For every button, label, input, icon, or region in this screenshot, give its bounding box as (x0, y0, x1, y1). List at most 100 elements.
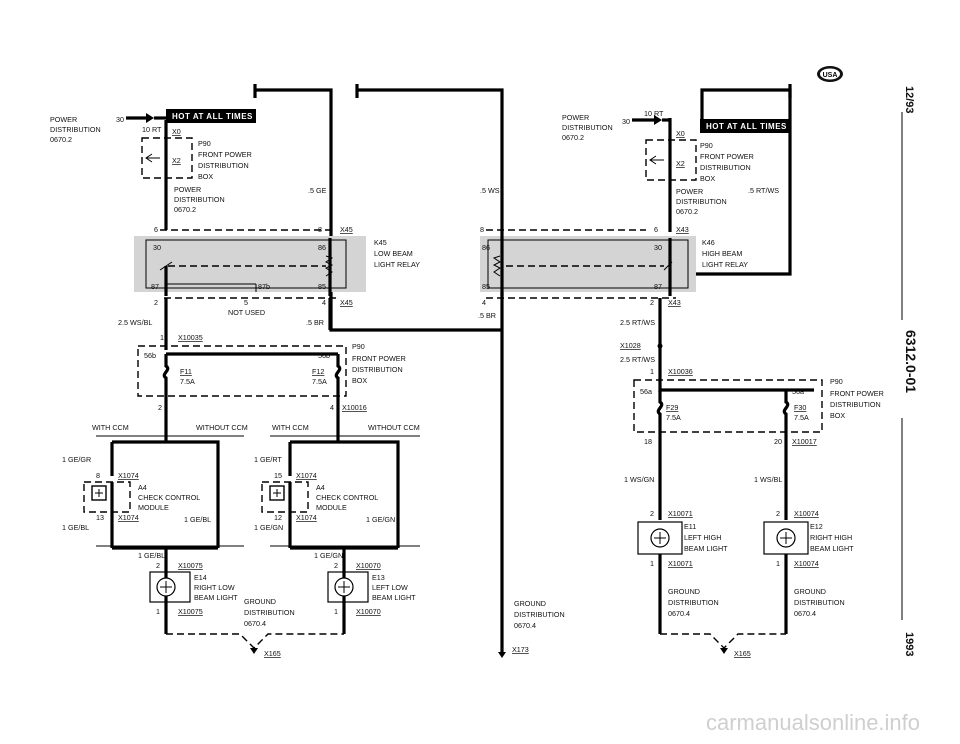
svg-text:56a: 56a (640, 387, 652, 396)
svg-text:P90: P90 (352, 342, 365, 351)
hot-at-all-times-banner (166, 109, 256, 123)
svg-text:13: 13 (96, 513, 104, 522)
svg-text:F12: F12 (312, 367, 324, 376)
power-dist-label-l1: POWER (50, 115, 77, 124)
svg-text:X43: X43 (668, 298, 681, 307)
svg-text:HOT AT ALL TIMES: HOT AT ALL TIMES (172, 112, 253, 121)
svg-text:FRONT POWER: FRONT POWER (700, 152, 754, 161)
svg-text:E12: E12 (810, 522, 823, 531)
svg-text:30: 30 (153, 243, 161, 252)
svg-text:2: 2 (650, 298, 654, 307)
svg-text:DISTRIBUTION: DISTRIBUTION (514, 610, 565, 619)
svg-text:10 RT: 10 RT (644, 109, 664, 118)
svg-text:X10017: X10017 (792, 437, 817, 446)
svg-text:86: 86 (482, 243, 490, 252)
svg-text:WITHOUT CCM: WITHOUT CCM (368, 423, 420, 432)
svg-text:DISTRIBUTION: DISTRIBUTION (700, 163, 751, 172)
svg-text:4: 4 (322, 298, 326, 307)
svg-text:0670.2: 0670.2 (174, 205, 196, 214)
svg-text:2: 2 (650, 509, 654, 518)
svg-text:WITH CCM: WITH CCM (92, 423, 129, 432)
svg-text:X10071: X10071 (668, 509, 693, 518)
svg-text:X10070: X10070 (356, 607, 381, 616)
svg-text:2: 2 (154, 298, 158, 307)
svg-text:X10074: X10074 (794, 509, 819, 518)
svg-text:HOT AT ALL TIMES: HOT AT ALL TIMES (706, 122, 787, 131)
svg-text:NOT USED: NOT USED (228, 308, 265, 317)
svg-text:4: 4 (482, 298, 486, 307)
svg-text:.5 BR: .5 BR (478, 311, 496, 320)
svg-text:E11: E11 (684, 522, 696, 531)
svg-text:X165: X165 (734, 649, 751, 658)
svg-text:1 WS/GN: 1 WS/GN (624, 475, 654, 484)
svg-text:K45: K45 (374, 238, 387, 247)
svg-text:.5 GE: .5 GE (308, 186, 327, 195)
svg-text:K46: K46 (702, 238, 715, 247)
svg-text:12: 12 (274, 513, 282, 522)
svg-text:A4: A4 (316, 483, 325, 492)
svg-text:BOX: BOX (700, 174, 715, 183)
svg-text:8: 8 (318, 225, 322, 234)
svg-text:LEFT HIGH: LEFT HIGH (684, 533, 721, 542)
svg-text:F11: F11 (180, 367, 192, 376)
svg-text:30: 30 (622, 117, 630, 126)
svg-text:FRONT POWER: FRONT POWER (830, 389, 884, 398)
svg-text:2: 2 (158, 403, 162, 412)
svg-text:1 GE/GN: 1 GE/GN (366, 515, 395, 524)
svg-text:18: 18 (644, 437, 652, 446)
svg-text:1 GE/GN: 1 GE/GN (254, 523, 283, 532)
svg-text:2: 2 (334, 561, 338, 570)
svg-text:E13: E13 (372, 573, 385, 582)
svg-text:2: 2 (776, 509, 780, 518)
svg-text:2: 2 (156, 561, 160, 570)
relay-k45-body (134, 236, 366, 292)
svg-text:LIGHT RELAY: LIGHT RELAY (702, 260, 748, 269)
svg-text:30: 30 (654, 243, 662, 252)
svg-text:GROUND: GROUND (514, 599, 546, 608)
svg-text:LIGHT RELAY: LIGHT RELAY (374, 260, 420, 269)
svg-text:BEAM LIGHT: BEAM LIGHT (194, 593, 238, 602)
svg-text:20: 20 (774, 437, 782, 446)
svg-text:X10016: X10016 (342, 403, 367, 412)
svg-text:FRONT POWER: FRONT POWER (352, 354, 406, 363)
svg-text:E14: E14 (194, 573, 207, 582)
svg-text:85: 85 (318, 282, 326, 291)
watermark: carmanualsonline.info (706, 710, 920, 735)
svg-text:BOX: BOX (830, 411, 845, 420)
svg-text:1 WS/BL: 1 WS/BL (754, 475, 782, 484)
svg-text:GROUND: GROUND (244, 597, 276, 606)
svg-text:15: 15 (274, 471, 282, 480)
svg-text:LEFT LOW: LEFT LOW (372, 583, 408, 592)
svg-text:MODULE: MODULE (316, 503, 347, 512)
svg-text:8: 8 (480, 225, 484, 234)
svg-text:1: 1 (156, 607, 160, 616)
svg-text:RIGHT HIGH: RIGHT HIGH (810, 533, 852, 542)
svg-text:1 GE/RT: 1 GE/RT (254, 455, 282, 464)
svg-text:1: 1 (776, 559, 780, 568)
svg-text:HIGH BEAM: HIGH BEAM (702, 249, 742, 258)
svg-text:X0: X0 (172, 127, 181, 136)
svg-text:BEAM LIGHT: BEAM LIGHT (810, 544, 854, 553)
svg-text:X2: X2 (172, 156, 181, 165)
svg-text:X10070: X10070 (356, 561, 381, 570)
svg-text:X43: X43 (676, 225, 689, 234)
svg-text:X1074: X1074 (118, 471, 139, 480)
svg-text:7.5A: 7.5A (666, 413, 681, 422)
svg-text:X1074: X1074 (296, 513, 317, 522)
svg-text:1: 1 (160, 333, 164, 342)
svg-text:DISTRIBUTION: DISTRIBUTION (352, 365, 403, 374)
svg-text:0670.4: 0670.4 (514, 621, 536, 630)
svg-text:X2: X2 (676, 159, 685, 168)
svg-text:8: 8 (96, 471, 100, 480)
svg-text:MODULE: MODULE (138, 503, 169, 512)
svg-text:7.5A: 7.5A (794, 413, 809, 422)
svg-text:5: 5 (244, 298, 248, 307)
svg-text:2.5 RT/WS: 2.5 RT/WS (620, 318, 655, 327)
svg-text:P90: P90 (830, 377, 843, 386)
svg-text:0670.4: 0670.4 (794, 609, 816, 618)
svg-text:X10074: X10074 (794, 559, 819, 568)
svg-text:0670.4: 0670.4 (668, 609, 690, 618)
svg-text:WITH CCM: WITH CCM (272, 423, 309, 432)
svg-text:0670.2: 0670.2 (50, 135, 72, 144)
svg-text:BEAM LIGHT: BEAM LIGHT (372, 593, 416, 602)
